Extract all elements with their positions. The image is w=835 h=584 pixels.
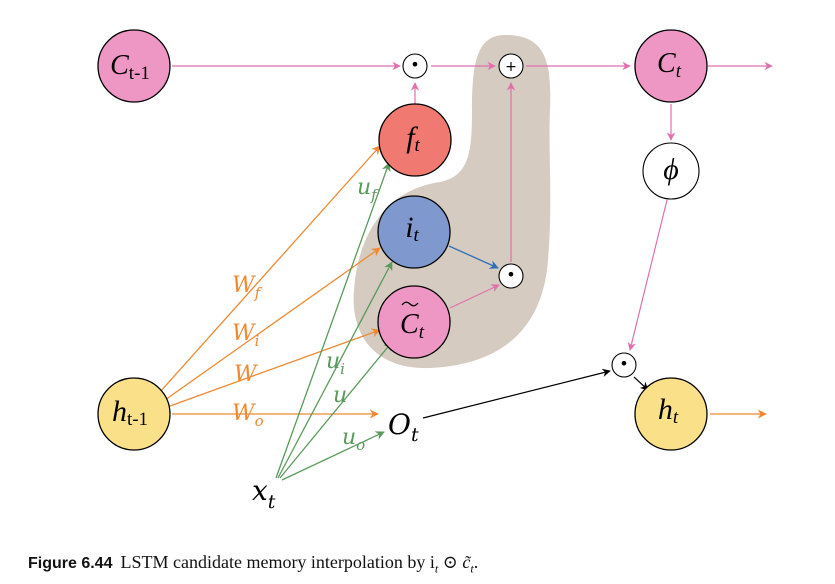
label-u-f: uf	[357, 175, 379, 204]
node-c-prev: Ct-1	[97, 29, 171, 103]
svg-text:•: •	[410, 55, 419, 74]
label-o-t: Ot	[388, 408, 419, 446]
label-x-t: xt	[252, 474, 276, 513]
label-u-i: ui	[326, 349, 345, 378]
svg-text:it: it	[405, 211, 419, 246]
node-c-t: Ct	[634, 29, 708, 103]
tilde-mark	[401, 301, 419, 307]
svg-text:•: •	[619, 354, 628, 373]
edge-w	[169, 328, 381, 407]
edge-phi-to-dot3	[627, 199, 668, 351]
label-u-o: uo	[342, 425, 365, 454]
svg-text:ϕ: ϕ	[663, 153, 679, 186]
svg-text:+: +	[505, 59, 517, 75]
op-dot-forget: •	[402, 53, 428, 79]
svg-text:ht-1: ht-1	[112, 395, 148, 430]
op-plus: +	[498, 53, 524, 79]
caption-text: LSTM candidate memory interpolation by i…	[120, 552, 479, 576]
highlight-blob	[353, 35, 551, 369]
edge-it-to-dot2	[448, 245, 499, 269]
edge-u	[279, 341, 393, 479]
figure-caption: Figure 6.44 LSTM candidate memory interpo…	[28, 552, 478, 577]
svg-text:ht: ht	[658, 393, 679, 428]
svg-text:Ct-1: Ct-1	[110, 50, 150, 84]
node-h-t: ht	[634, 377, 708, 451]
edge-w-f	[159, 145, 381, 393]
edge-u-o	[281, 431, 385, 481]
op-dot-input: •	[498, 263, 524, 289]
node-phi: ϕ	[642, 142, 700, 200]
label-w-o: Wo	[232, 401, 264, 430]
edge-u-f	[275, 162, 391, 479]
node-f-t: ft	[378, 103, 452, 177]
svg-text:•: •	[506, 265, 515, 284]
svg-text:Ct: Ct	[400, 309, 425, 343]
edge-ot-to-dot3	[422, 368, 611, 419]
node-i-t: it	[377, 195, 451, 269]
label-w-f: Wf	[232, 273, 263, 302]
edge-u-i	[277, 261, 393, 479]
label-u: u	[333, 383, 347, 408]
label-w-i: Wi	[232, 321, 260, 350]
svg-text:Ct: Ct	[657, 48, 682, 82]
op-dot-output: •	[611, 352, 637, 378]
node-h-prev: ht-1	[97, 377, 171, 451]
edge-w-i	[164, 247, 381, 401]
edge-ctilde-to-dot2	[449, 284, 500, 309]
node-c-tilde: Ct	[377, 285, 451, 359]
figure-label: Figure 6.44	[28, 555, 113, 572]
label-w: W	[234, 362, 259, 387]
